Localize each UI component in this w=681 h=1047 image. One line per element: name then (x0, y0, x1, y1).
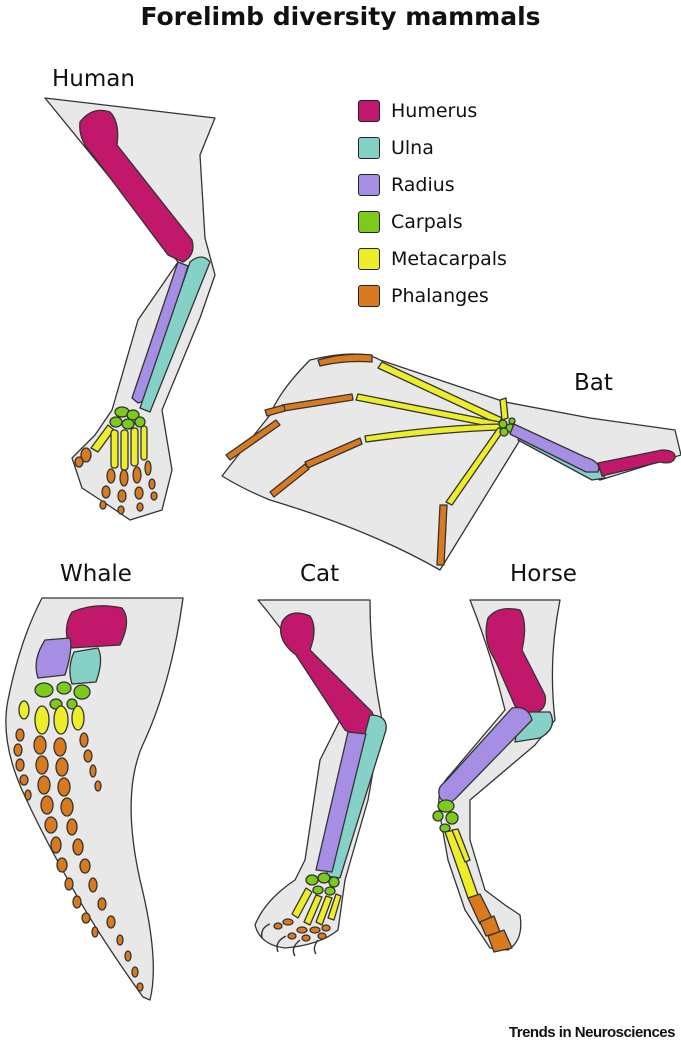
human-carpals (109, 406, 146, 430)
whale-phalanx (94, 780, 102, 792)
whale-phalanx (40, 795, 54, 815)
whale-phalanges (13, 728, 144, 992)
whale-phalanx (15, 728, 25, 742)
whale-phalanx (24, 789, 32, 801)
legend-label-radius: Radius (391, 173, 455, 196)
whale-phalanx (53, 737, 67, 757)
legend-item-humerus: Humerus (358, 92, 507, 129)
cat-phalanges (273, 918, 331, 942)
whale-phalanx (79, 858, 91, 874)
radius-swatch (358, 173, 380, 196)
diagram-title: Forelimb diversity mammals (140, 2, 541, 31)
whale-phalanx (91, 926, 99, 938)
label-bat: Bat (574, 370, 613, 396)
whale-flipper-outline (5, 597, 184, 1001)
whale-phalanx (64, 877, 74, 891)
bat-limb (221, 353, 681, 571)
whale-phalanx (66, 818, 78, 836)
legend-label-metacarpals: Metacarpals (391, 247, 507, 270)
whale-phalanx (56, 857, 68, 873)
whale-metacarpals (18, 700, 85, 735)
whale-humerus (65, 605, 128, 649)
cat-metacarpals (291, 887, 342, 926)
bat-phalanges (225, 353, 448, 566)
whale-phalanx (131, 966, 139, 978)
cat-claws (260, 923, 319, 957)
whale-limb (5, 597, 184, 1001)
cat-limb (254, 599, 387, 957)
whale-radius (35, 637, 72, 679)
horse-phalanges (467, 893, 513, 953)
human-arm-outline (44, 97, 216, 521)
phalanges-swatch (358, 284, 380, 307)
whale-phalanx (44, 816, 58, 834)
legend-item-radius: Radius (358, 166, 507, 203)
whale-phalanx (50, 836, 62, 854)
legend-label-phalanges: Phalanges (391, 284, 489, 307)
carpals-swatch (358, 210, 380, 233)
horse-metacarpals (444, 828, 479, 899)
whale-phalanx (72, 895, 82, 909)
whale-phalanx (72, 838, 84, 856)
label-whale: Whale (60, 561, 132, 587)
whale-phalanx (19, 774, 29, 786)
whale-phalanx (136, 982, 144, 992)
horse-humerus (485, 607, 547, 715)
legend-label-humerus: Humerus (391, 99, 478, 122)
label-horse: Horse (510, 561, 577, 587)
cat-radius (315, 731, 367, 873)
whale-phalanx (13, 743, 23, 757)
bat-metacarpals (355, 361, 509, 506)
legend-item-carpals: Carpals (358, 203, 507, 240)
whale-phalanx (55, 757, 69, 777)
label-cat: Cat (300, 561, 340, 587)
whale-phalanx (33, 735, 47, 755)
whale-phalanx (88, 877, 98, 893)
legend-label-ulna: Ulna (391, 136, 434, 159)
whale-phalanx (57, 777, 71, 797)
whale-phalanx (79, 732, 89, 748)
legend-item-ulna: Ulna (358, 129, 507, 166)
ulna-swatch (358, 136, 380, 159)
whale-phalanx (35, 755, 49, 775)
legend-item-metacarpals: Metacarpals (358, 240, 507, 277)
whale-phalanx (81, 912, 91, 924)
legend-label-carpals: Carpals (391, 210, 463, 233)
label-human: Human (52, 66, 135, 92)
whale-phalanx (60, 797, 74, 817)
human-phalanges (74, 447, 158, 515)
horse-limb (432, 599, 561, 953)
metacarpals-swatch (358, 247, 380, 270)
legend-item-phalanges: Phalanges (358, 277, 507, 314)
humerus-swatch (358, 99, 380, 122)
human-limb (44, 97, 216, 521)
whale-phalanx (83, 749, 93, 763)
legend: Humerus Ulna Radius Carpals Metacarpals … (358, 92, 507, 314)
whale-phalanx (106, 915, 116, 929)
human-ulna (139, 256, 211, 413)
whale-phalanx (97, 897, 107, 911)
whale-phalanx (116, 934, 124, 946)
bat-humerus (597, 449, 676, 477)
journal-credit: Trends in Neurosciences (508, 1024, 676, 1041)
whale-phalanx (15, 758, 25, 772)
bat-carpals (498, 417, 516, 437)
human-humerus (79, 109, 194, 263)
whale-phalanx (37, 775, 51, 795)
cat-carpals (305, 872, 340, 896)
whale-phalanx (89, 764, 97, 778)
whale-ulna (69, 647, 102, 685)
cat-humerus (279, 612, 375, 739)
whale-phalanx (124, 950, 132, 962)
